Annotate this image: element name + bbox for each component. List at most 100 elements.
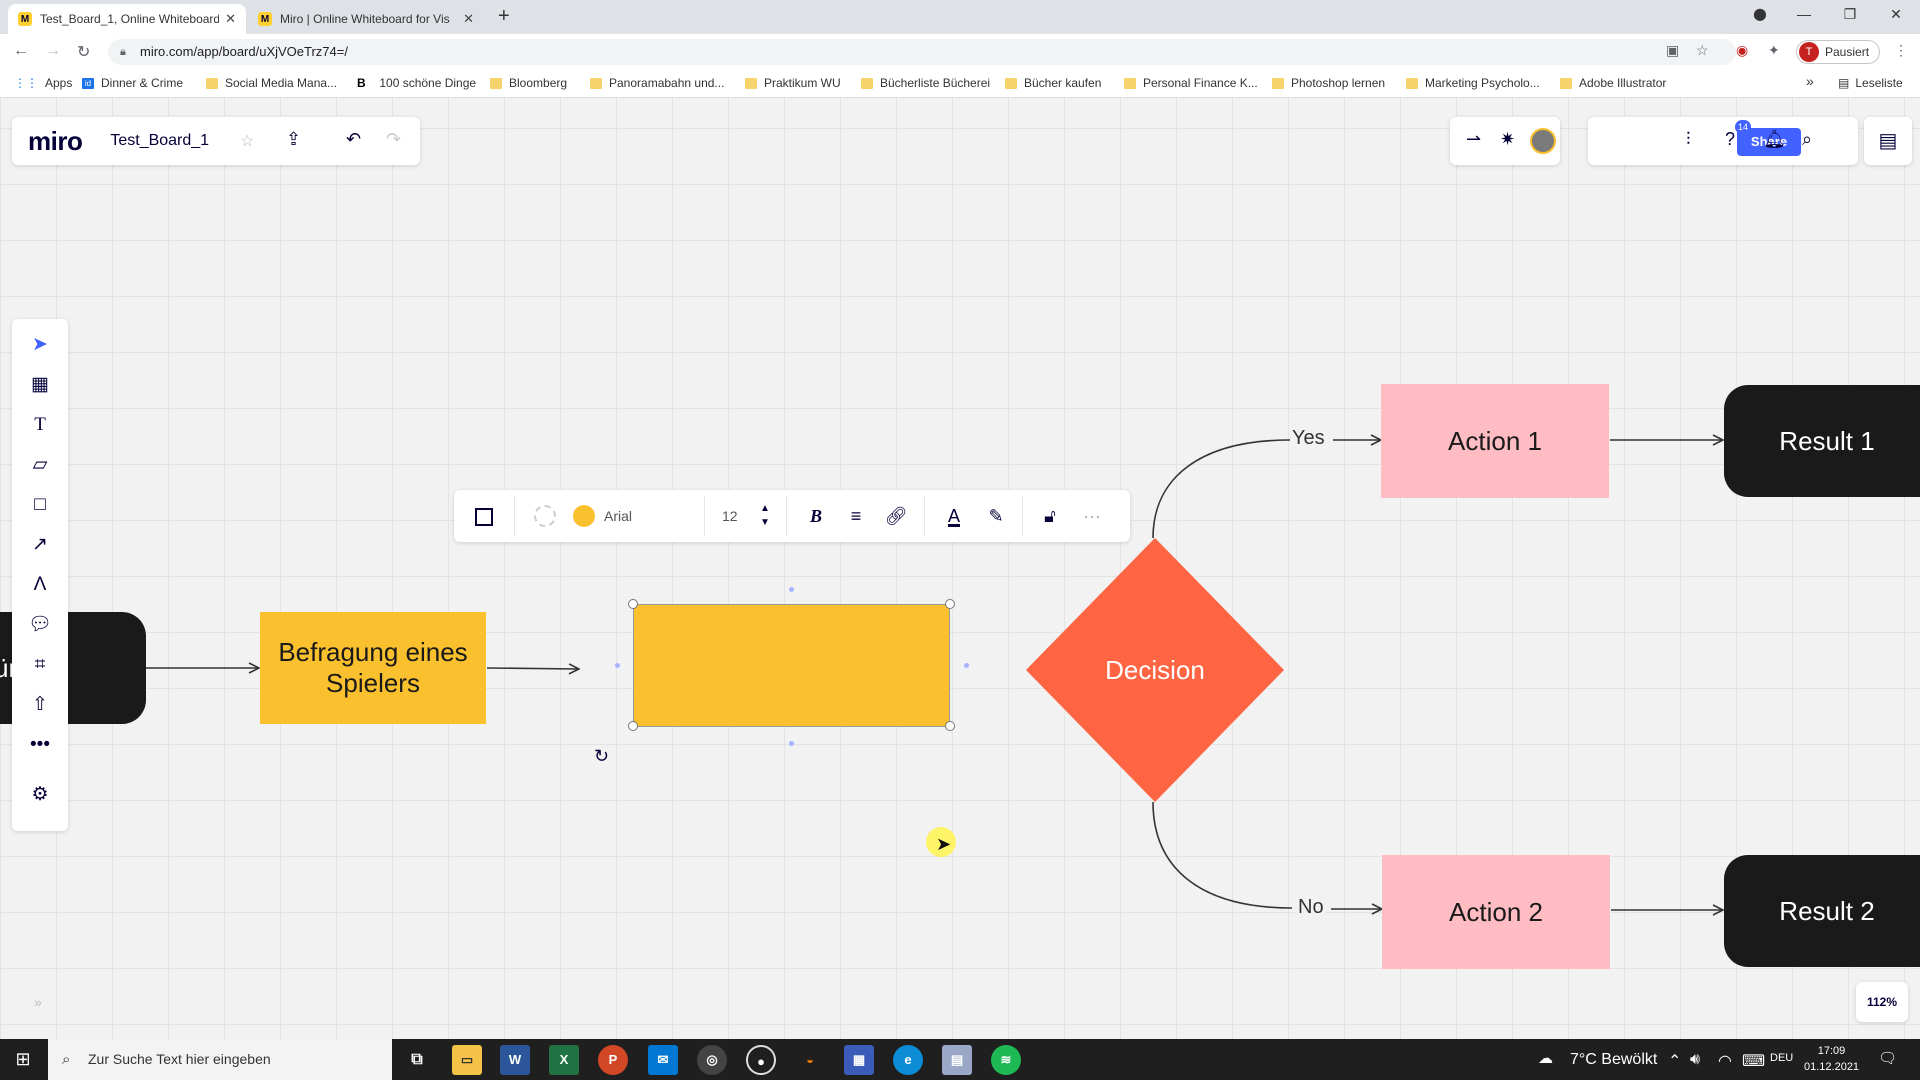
connection-point-left[interactable]	[615, 663, 620, 668]
bookmark-item[interactable]: Bloomberg	[490, 76, 567, 90]
font-size-stepper-icon[interactable]: ▲▼	[760, 503, 770, 528]
keyboard-icon[interactable]: ⌨	[1742, 1053, 1766, 1070]
text-color-icon[interactable]: A	[947, 506, 960, 526]
link-icon[interactable]: 🔗︎	[884, 506, 908, 526]
select-tool-icon[interactable]: ➤	[32, 334, 48, 355]
bookmark-item[interactable]: Bücherliste Bücherei	[861, 76, 990, 90]
bookmark-item[interactable]: Bücher kaufen	[1005, 76, 1101, 90]
tab-search-icon[interactable]: ⬤	[1753, 7, 1767, 21]
expand-sidebar-button[interactable]: »	[34, 994, 42, 1010]
search-icon[interactable]: ⌕	[1802, 129, 1813, 149]
taskbar-search-field[interactable]: ⌕ Zur Suche Text hier eingeben	[48, 1039, 392, 1080]
clock[interactable]: 17:09 01.12.2021	[1804, 1043, 1859, 1075]
profile-button[interactable]: T Pausiert	[1796, 40, 1881, 64]
connection-point-right[interactable]	[964, 663, 969, 668]
shape-tool-icon[interactable]: □	[34, 494, 46, 515]
reading-list[interactable]: ▤Leseliste	[1838, 76, 1903, 90]
text-align-icon[interactable]: ≡	[850, 506, 862, 526]
notifications-icon[interactable]: 🗨︎	[1878, 1050, 1898, 1067]
more-bookmarks-button[interactable]: »	[1806, 73, 1814, 89]
board-canvas[interactable]: ürf Befragung eines Spielers ↻ Decision …	[0, 98, 1920, 1039]
sticky-note-icon[interactable]: ▱	[32, 454, 48, 475]
forward-icon[interactable]: →	[45, 42, 61, 59]
weather-cloud-icon[interactable]: ☁	[1538, 1050, 1553, 1067]
bookmark-item[interactable]: Adobe Illustrator	[1560, 76, 1666, 90]
more-options-icon[interactable]: ···	[1083, 506, 1101, 526]
restore-icon[interactable]: ❐	[1843, 6, 1857, 22]
url-field[interactable]: 🔒︎ miro.com/app/board/uXjVOeTrz74=/	[108, 39, 1736, 65]
plugins-icon[interactable]: ⚙	[31, 784, 49, 805]
connection-line-icon[interactable]: ↗	[32, 534, 48, 555]
bookmark-item[interactable]: Marketing Psycholo...	[1406, 76, 1540, 90]
shape-type-square-icon[interactable]	[464, 490, 504, 542]
text-tool-icon[interactable]: T	[34, 414, 46, 435]
upload-icon[interactable]: ⇧	[32, 694, 48, 715]
star-icon[interactable]: ☆	[240, 133, 255, 150]
reload-icon[interactable]: ↻	[77, 44, 91, 61]
bookmark-item[interactable]: Photoshop lernen	[1272, 76, 1385, 90]
tab-test-board[interactable]: M Test_Board_1, Online Whiteboard ✕	[8, 4, 246, 34]
connector-decision-yes[interactable]	[1152, 439, 1291, 539]
new-tab-button[interactable]: +	[498, 5, 510, 27]
redo-icon[interactable]: ↷	[386, 129, 402, 149]
minimize-icon[interactable]: —	[1797, 6, 1811, 22]
bookmark-item[interactable]: Praktikum WU	[745, 76, 841, 90]
action-2-shape[interactable]: Action 2	[1382, 855, 1610, 969]
language-indicator[interactable]: DEU	[1770, 1052, 1794, 1064]
powerpoint-icon[interactable]: P	[598, 1045, 628, 1075]
connection-point-top[interactable]	[789, 587, 794, 592]
task-view-icon[interactable]: ⧉	[411, 1051, 423, 1068]
word-icon[interactable]: W	[500, 1045, 530, 1075]
close-tab-icon[interactable]: ✕	[225, 11, 236, 26]
celebrate-icon[interactable]: ✷	[1500, 129, 1516, 149]
zoom-level[interactable]: 112%	[1856, 982, 1908, 1022]
templates-icon[interactable]: ▦	[31, 374, 49, 395]
connection-point-bottom[interactable]	[789, 741, 794, 746]
resize-handle-top-right[interactable]	[945, 599, 955, 609]
edge-icon[interactable]: e	[893, 1045, 923, 1075]
notes-icon[interactable]: ▤	[1864, 117, 1912, 165]
wifi-icon[interactable]: ◠	[1718, 1053, 1732, 1070]
close-tab-icon[interactable]: ✕	[463, 11, 474, 26]
resize-handle-bottom-right[interactable]	[945, 721, 955, 731]
windows-start-icon[interactable]: ⊞	[15, 1049, 31, 1069]
file-explorer-icon[interactable]: ▭	[452, 1045, 482, 1075]
bookmark-star-icon[interactable]: ☆	[1696, 42, 1709, 58]
export-icon[interactable]: ⇪	[286, 129, 302, 149]
bookmark-item[interactable]: Social Media Mana...	[206, 76, 337, 90]
more-tools-icon[interactable]: •••	[30, 734, 50, 755]
bookmark-item[interactable]: Panoramabahn und...	[590, 76, 724, 90]
spotify-icon[interactable]: ≋	[991, 1045, 1021, 1075]
comment-icon[interactable]: 💬︎	[27, 614, 53, 635]
close-window-icon[interactable]: ✕	[1890, 6, 1902, 22]
undo-icon[interactable]: ↶	[346, 129, 362, 149]
frame-icon[interactable]: ⌗	[34, 654, 46, 675]
font-size-field[interactable]: 12	[722, 508, 738, 524]
extension-icon[interactable]: ◉	[1736, 42, 1749, 58]
result-1-terminator[interactable]: Result 1	[1724, 385, 1920, 497]
filter-cursor-icon[interactable]: ⇀	[1466, 129, 1482, 149]
connector-label-yes[interactable]: Yes	[1290, 427, 1327, 450]
extensions-puzzle-icon[interactable]: ✦	[1768, 42, 1780, 58]
back-icon[interactable]: ←	[13, 42, 29, 59]
avatar[interactable]	[1530, 128, 1556, 154]
tray-chevron-icon[interactable]: ⌃	[1668, 1053, 1682, 1070]
selected-process-shape[interactable]	[633, 604, 950, 727]
mail-icon[interactable]: ✉	[648, 1045, 678, 1075]
highlight-pen-icon[interactable]: ✎	[988, 506, 1004, 526]
bookmark-item[interactable]: B 100 schöne Dinge	[357, 76, 476, 90]
help-icon[interactable]: ?	[1725, 129, 1736, 149]
app-icon[interactable]: ▦	[844, 1045, 874, 1075]
border-style-icon[interactable]	[534, 505, 556, 527]
excel-icon[interactable]: X	[549, 1045, 579, 1075]
connector-label-no[interactable]: No	[1296, 896, 1326, 919]
connector-decision-no[interactable]	[1152, 801, 1293, 909]
pen-tool-icon[interactable]: Λ	[33, 574, 47, 595]
weather-text[interactable]: 7°C Bewölkt	[1570, 1051, 1658, 1068]
bookmark-apps[interactable]: ⋮⋮Apps	[14, 76, 72, 90]
process-shape-befragung[interactable]: Befragung eines Spielers	[260, 612, 486, 724]
font-family-select[interactable]: Arial	[604, 508, 633, 524]
app-icon[interactable]: ◒	[806, 1052, 814, 1067]
board-name[interactable]: Test_Board_1	[110, 132, 210, 149]
